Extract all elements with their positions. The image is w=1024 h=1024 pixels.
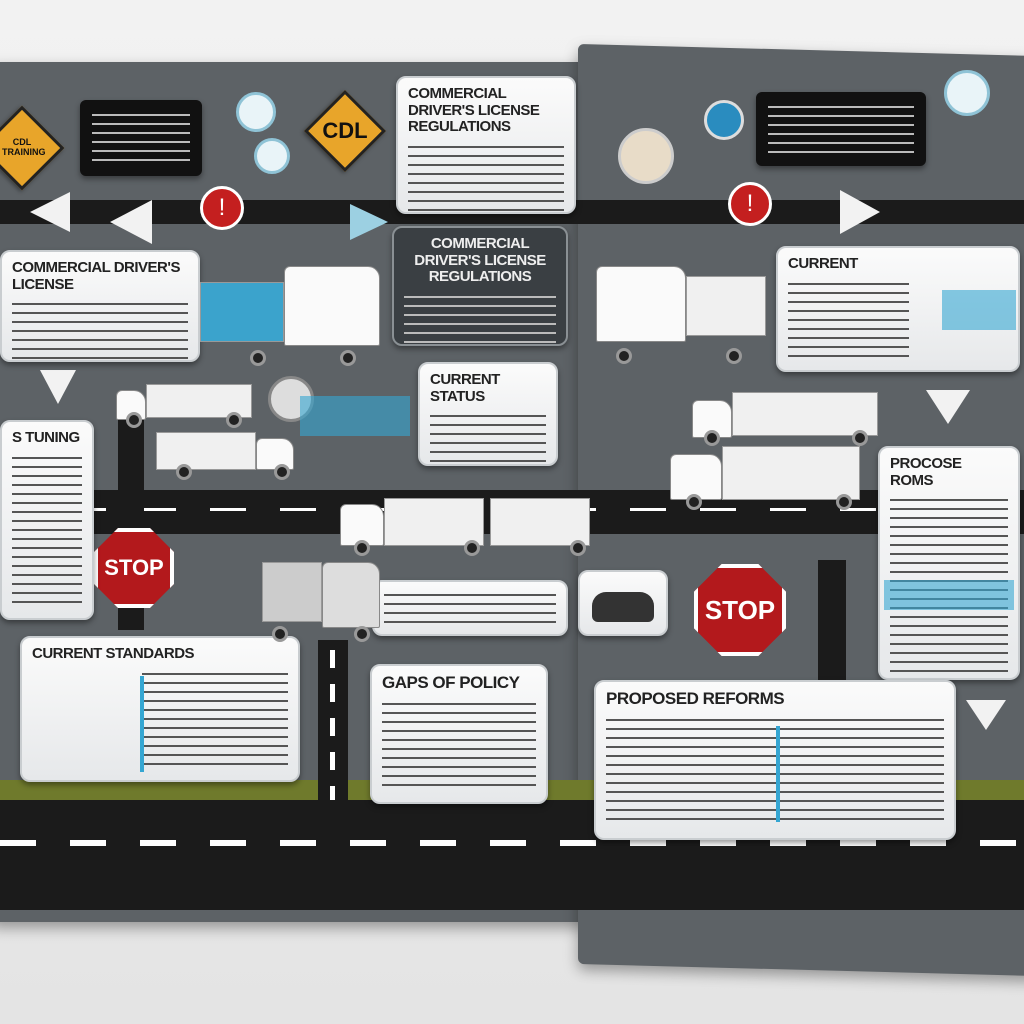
panel-title: CURRENT STATUS <box>430 371 500 405</box>
truck-icon <box>596 266 766 364</box>
arrow-down-icon <box>926 390 970 424</box>
arrow-down-icon <box>966 700 1006 730</box>
info-icon <box>704 100 744 140</box>
stop-sign-left: STOP <box>94 528 174 608</box>
panel-proposed-reforms-right: PROCOSE ROMS <box>878 446 1020 680</box>
panel-gaps-of-policy: GAPS OF POLICY <box>370 664 548 804</box>
panel-truck-note <box>372 580 568 636</box>
car-icon <box>592 592 654 622</box>
truck-icon <box>116 384 252 428</box>
panel-title: GAPS OF POLICY <box>382 673 520 692</box>
arrow-left-icon <box>110 200 152 244</box>
cdl-training-sign-label: CDL TRAINING <box>2 137 46 157</box>
steering-icon <box>254 138 290 174</box>
bottom-road-dash <box>0 840 1024 846</box>
panel-title: S TUNING <box>12 429 80 446</box>
truck-icon <box>670 446 860 510</box>
panel-cdl-regulations: COMMERCIAL DRIVER'S LICENSE REGULATIONS <box>396 76 576 214</box>
truck-icon <box>262 562 380 642</box>
accent-bar <box>884 580 1014 610</box>
panel-cdl-license: COMMERCIAL DRIVER'S LICENSE <box>0 250 200 362</box>
accent-bar <box>300 396 410 436</box>
truck-icon <box>692 392 878 446</box>
globe-icon-right <box>944 70 990 116</box>
cdl-sign-label: CDL <box>322 118 368 143</box>
info-callout-right <box>756 92 926 166</box>
center-road-dash <box>330 650 335 800</box>
panel-title: COMMERCIAL DRIVER'S LICENSE REGULATIONS <box>408 85 540 135</box>
panel-title: PROCOSE ROMS <box>890 455 962 489</box>
panel-current-status: CURRENT STATUS <box>418 362 558 466</box>
accent-bar <box>942 290 1016 330</box>
panel-title: COMMERCIAL DRIVER'S LICENSE REGULATIONS <box>414 235 546 285</box>
panel-training: S TUNING <box>0 420 94 620</box>
arrow-right-icon <box>840 190 880 234</box>
vertical-arrow-icon <box>776 726 780 822</box>
vertical-arrow-icon <box>140 676 144 772</box>
globe-icon <box>236 92 276 132</box>
panel-proposed-reforms: PROPOSED REFORMS <box>594 680 956 840</box>
panel-title: CURRENT <box>788 255 858 272</box>
arrow-right-icon <box>350 204 388 240</box>
arrow-left-icon <box>30 192 70 232</box>
panel-title: CURRENT STANDARDS <box>32 645 195 662</box>
warning-icon: ! <box>200 186 244 230</box>
badge-icon <box>618 128 674 184</box>
panel-cdl-license-dark: COMMERCIAL DRIVER'S LICENSE REGULATIONS <box>392 226 568 346</box>
panel-title: PROPOSED REFORMS <box>606 689 785 708</box>
panel-title: COMMERCIAL DRIVER'S LICENSE <box>12 259 180 293</box>
truck-icon <box>156 432 294 480</box>
truck-icon <box>200 266 380 366</box>
stop-sign-right: STOP <box>694 564 786 656</box>
arrow-down-icon <box>40 370 76 404</box>
warning-icon-right: ! <box>728 182 772 226</box>
truck-icon <box>340 498 590 556</box>
info-callout <box>80 100 202 176</box>
panel-current-standards: CURRENT STANDARDS <box>20 636 300 782</box>
